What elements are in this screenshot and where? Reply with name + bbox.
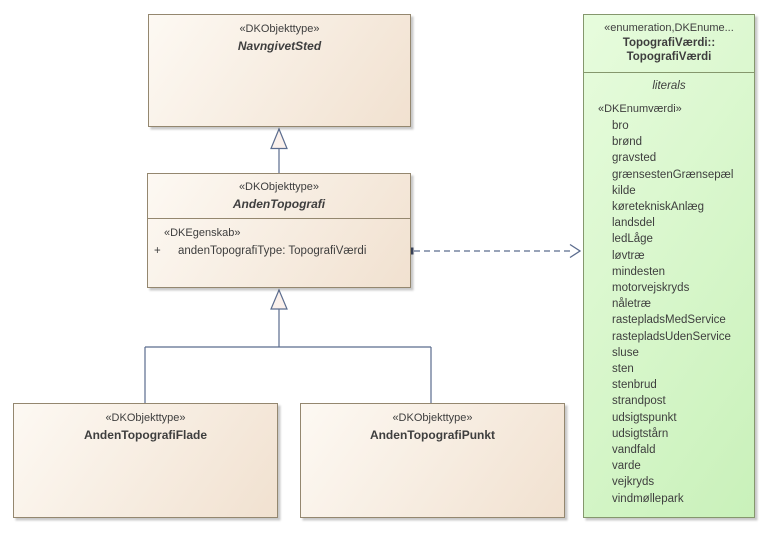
class-name: AndenTopografiFlade [83,428,208,442]
enum-literal: løvtræ [612,249,645,262]
enum-literal: vindmøllepark [612,492,684,505]
class-header: «DKObjekttype» AndenTopografiPunkt [301,404,564,443]
enum-literal-list: bro brønd gravsted grænsestenGrænsepæl kilde… [612,118,754,507]
enum-literal: sten [612,363,634,376]
enum-literal: bro [612,120,629,132]
enum-literal-stereotype: «DKEnumværdi» [598,103,682,115]
class-header: «DKObjekttype» AndenTopografiFlade [14,404,277,443]
generalization-tree-subclasses[interactable] [144,288,432,403]
enum-name: TopografiVærdi [626,51,712,63]
enum-literal: vandfald [612,444,656,457]
class-andentopografiflade[interactable]: «DKObjekttype» AndenTopografiFlade [13,403,278,518]
class-stereotype: «DKObjekttype» [238,181,320,193]
enum-literal: strandpost [612,395,666,408]
enum-literal: motorvejskryds [612,282,690,295]
enum-literal: udsigtspunkt [612,411,677,424]
class-name: AndenTopografi [232,197,326,211]
enumeration-topografivaerdi[interactable]: «enumeration,DKEnume... TopografiVærdi::… [583,14,755,518]
enum-scope: TopografiVærdi:: [622,36,716,49]
class-name: AndenTopografiPunkt [369,428,496,442]
enum-literal: udsigtstårn [612,427,669,440]
enum-literal: rastepladsUdenService [612,330,731,343]
attribute-row[interactable]: + andenTopografiType: TopografiVærdi [148,244,410,258]
enum-literal: køretekniskAnlæg [612,201,705,214]
enum-literal: ledLåge [612,233,653,246]
attribute-text: andenTopografiType: TopografiVærdi [178,245,367,257]
enum-literal: sluse [612,346,639,359]
enum-stereotype: «enumeration,DKEnume... [604,22,734,34]
enum-literal: stenbrud [612,379,657,392]
class-name: NavngivetSted [237,39,322,53]
enum-literal: nåletræ [612,298,651,311]
enum-literal: mindesten [612,265,666,278]
attribute-visibility: + [154,245,161,257]
class-stereotype: «DKObjekttype» [392,412,473,424]
class-stereotype: «DKObjekttype» [239,23,320,35]
dependency-attribute-to-enum[interactable] [394,242,582,260]
enum-literal: kilde [612,184,636,197]
enum-header: «enumeration,DKEnume... TopografiVærdi::… [584,15,754,72]
compartment-divider [148,218,410,219]
attribute-compartment: «DKEgenskab» + andenTopografiType: Topog… [148,219,410,258]
class-navngivetsted[interactable]: «DKObjekttype» NavngivetSted [148,14,411,127]
enum-literal: landsdel [612,217,655,230]
enum-literal: rastepladsMedService [612,314,726,327]
enum-literal: grænsestenGrænsepæl [612,168,734,181]
class-stereotype: «DKObjekttype» [105,412,186,424]
generalization-andentopografi-navngivetsted[interactable] [270,127,288,173]
enum-literal: gravsted [612,152,657,165]
enum-literal: varde [612,460,641,473]
class-andentopografi[interactable]: «DKObjekttype» AndenTopografi «DKEgenska… [147,173,411,288]
compartment-divider [584,72,754,73]
literals-compartment-label: literals [652,80,686,92]
enum-literal: brønd [612,136,643,149]
enum-literal: vejkryds [612,476,655,489]
class-andentopografipunkt[interactable]: «DKObjekttype» AndenTopografiPunkt [300,403,565,518]
attribute-stereotype: «DKEgenskab» [164,227,241,239]
class-header: «DKObjekttype» AndenTopografi [148,174,410,218]
class-header: «DKObjekttype» NavngivetSted [149,15,410,54]
